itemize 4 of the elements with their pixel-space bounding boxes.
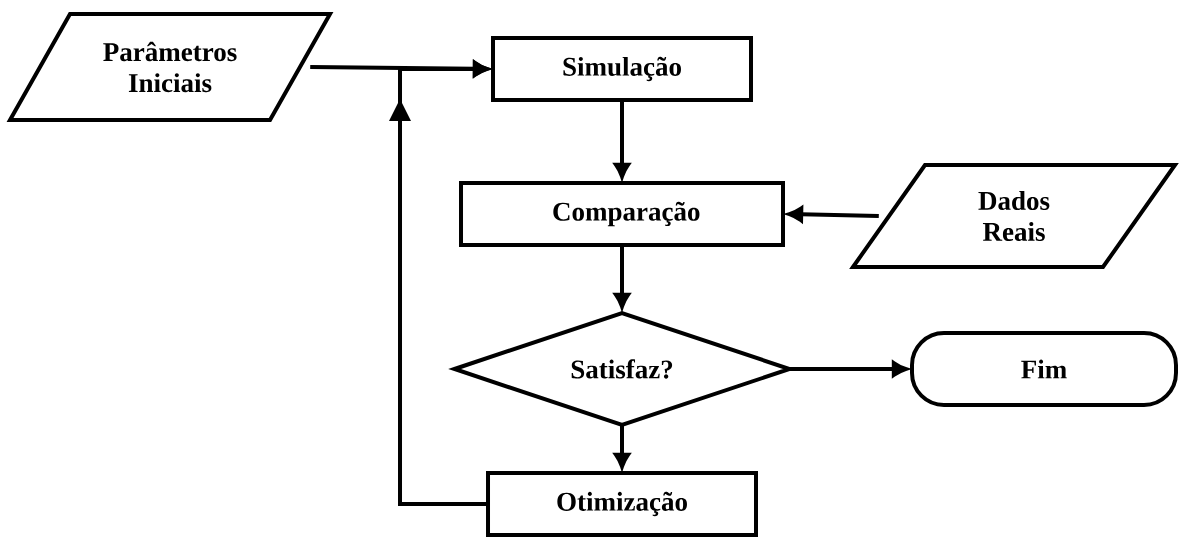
process-box: Otimização [486,471,758,537]
process-box: Simulação [491,36,753,102]
terminal-box: Fim [910,331,1178,407]
process-box: Comparação [459,181,785,247]
